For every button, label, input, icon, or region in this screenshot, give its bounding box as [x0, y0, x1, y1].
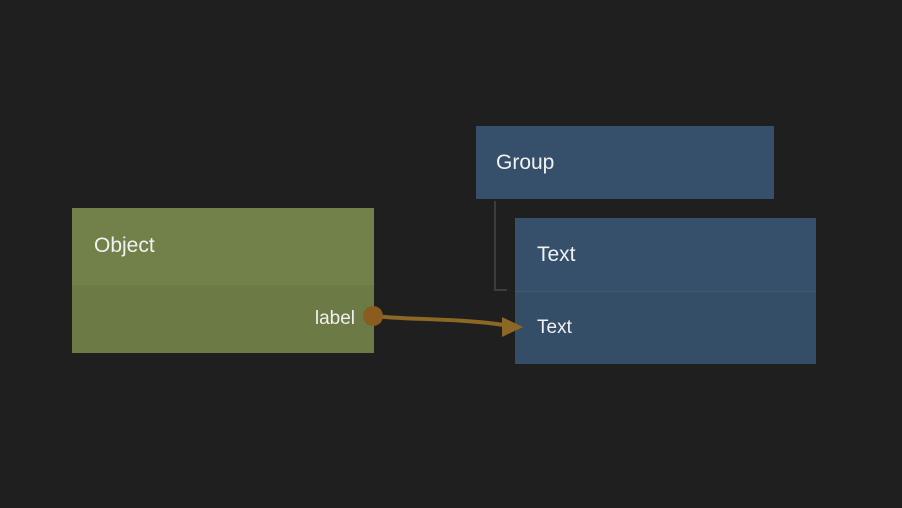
node-text[interactable]: Text Text	[515, 218, 816, 364]
node-text-row-label: Text	[537, 317, 572, 338]
node-text-input-row[interactable]: Text	[515, 291, 816, 364]
node-object-header[interactable]: Object	[72, 208, 374, 284]
node-object[interactable]: Object label	[72, 208, 374, 353]
node-group[interactable]: Group	[476, 126, 774, 199]
node-text-title: Text	[537, 242, 576, 266]
node-group-header[interactable]: Group	[476, 126, 774, 199]
node-text-header[interactable]: Text	[515, 218, 816, 291]
output-port-label: label	[314, 308, 355, 329]
node-object-output-row[interactable]: label	[72, 284, 374, 353]
tree-link-group-to-text	[494, 201, 507, 291]
node-object-title: Object	[94, 234, 155, 257]
node-group-title: Group	[496, 150, 555, 174]
connection-wire[interactable]	[371, 314, 506, 327]
